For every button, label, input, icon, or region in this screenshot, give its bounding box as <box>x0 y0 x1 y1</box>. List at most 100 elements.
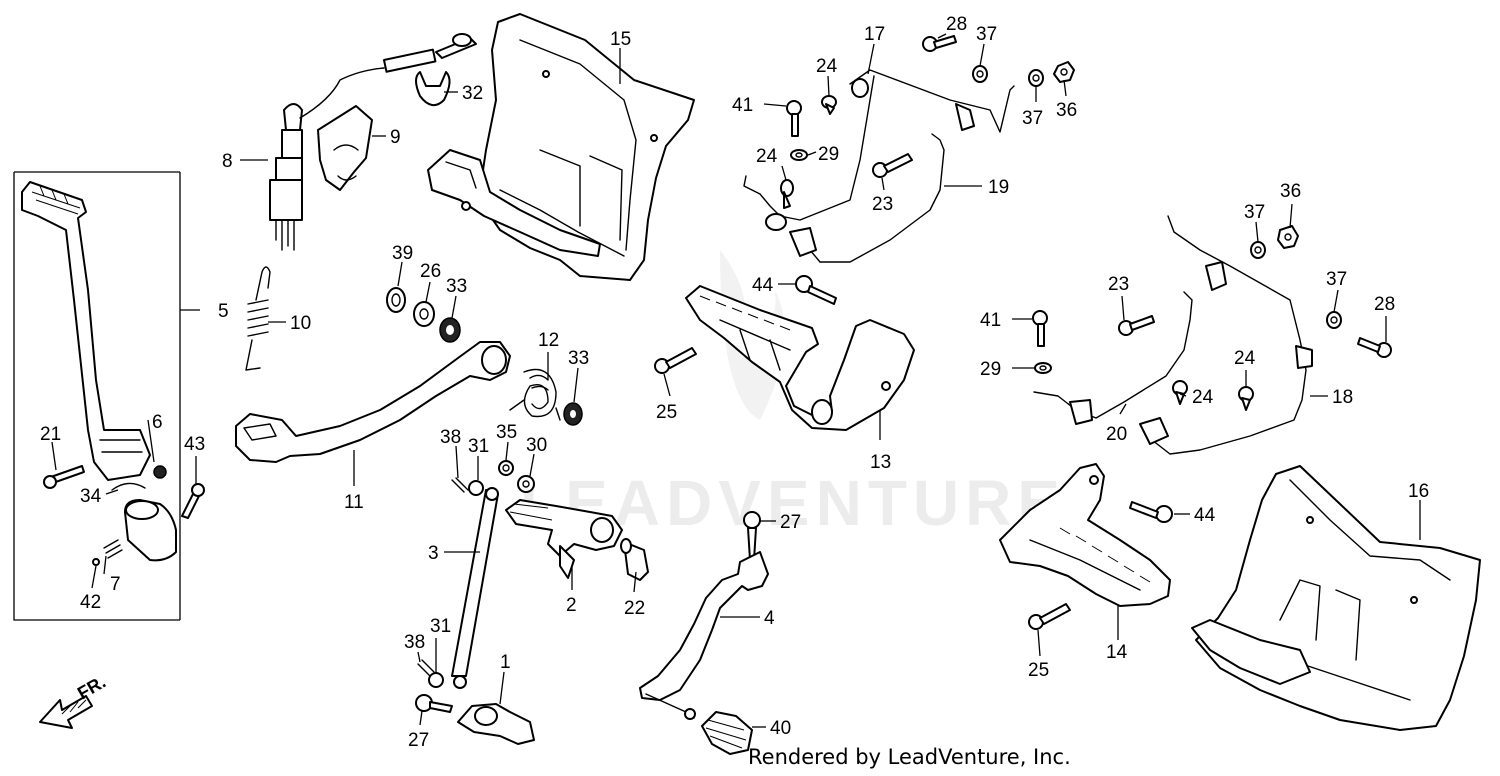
callout-19: 19 <box>988 177 1009 198</box>
part-5-kick-starter-arm <box>13 171 200 621</box>
callout-37-b: 37 <box>1022 108 1043 129</box>
part-27-bolt-lower <box>415 694 453 713</box>
callout-29-b: 29 <box>980 359 1001 380</box>
part-26-washer <box>413 301 435 327</box>
part-30-washer <box>517 475 535 493</box>
callout-24-b: 24 <box>756 146 778 167</box>
callout-26: 26 <box>420 261 441 282</box>
part-38-cotter-pin-b <box>417 659 435 677</box>
callout-39: 39 <box>392 243 413 264</box>
part-29-washer-b <box>1034 362 1052 374</box>
part-2-brake-arm <box>505 499 623 579</box>
callout-12: 12 <box>538 330 559 351</box>
part-33-seal <box>439 317 461 343</box>
part-37-washer-c <box>1250 241 1266 259</box>
callout-30: 30 <box>526 435 547 456</box>
part-7-spring <box>103 539 123 559</box>
callout-22: 22 <box>624 598 645 619</box>
part-36-nut-a <box>1053 61 1075 83</box>
callout-28: 28 <box>946 14 967 35</box>
part-12-spring <box>509 368 561 421</box>
part-29-washer <box>790 149 808 161</box>
callout-28-b: 28 <box>1374 294 1395 315</box>
part-37-washer-d <box>1326 311 1342 329</box>
part-36-nut-b <box>1277 225 1299 249</box>
callout-31-b: 31 <box>430 616 451 637</box>
part-24-grommet-c <box>1172 380 1188 405</box>
callout-36: 36 <box>1056 100 1077 121</box>
callout-4: 4 <box>764 608 775 629</box>
part-23-bolt-b <box>1118 315 1155 336</box>
callout-8: 8 <box>222 151 233 172</box>
callout-13: 13 <box>870 452 891 473</box>
part-42-ball <box>92 558 100 566</box>
part-40-rubber <box>701 711 753 755</box>
part-28-bolt-a <box>922 35 957 52</box>
part-11-brake-pedal <box>235 341 511 463</box>
part-44-bolt-upper <box>795 275 837 305</box>
part-33-seal-b <box>563 402 583 426</box>
callout-37-c: 37 <box>1244 202 1265 223</box>
part-8-wire <box>383 33 477 73</box>
callout-41: 41 <box>732 95 753 116</box>
kick-starter-boss <box>124 499 177 562</box>
callout-18: 18 <box>1332 387 1353 408</box>
callout-20: 20 <box>1106 424 1127 445</box>
callout-9: 9 <box>390 127 401 148</box>
part-6-nut <box>153 465 167 479</box>
callout-17: 17 <box>864 24 885 45</box>
part-39-washer <box>386 287 406 313</box>
callout-33: 33 <box>446 276 467 297</box>
part-41-bolt-b <box>1032 310 1048 347</box>
callout-29: 29 <box>818 144 839 165</box>
callout-24-d: 24 <box>1234 348 1256 369</box>
part-28-bolt-b <box>1357 337 1392 358</box>
callout-41-b: 41 <box>980 310 1001 331</box>
front-label: FR. <box>74 672 109 704</box>
part-14-left-footpeg <box>999 463 1171 607</box>
callout-23-b: 23 <box>1108 274 1129 295</box>
part-9-bracket <box>317 105 373 191</box>
part-25-bolt-upper <box>654 347 697 374</box>
callout-31: 31 <box>468 436 489 457</box>
callout-11: 11 <box>344 492 364 513</box>
callout-3: 3 <box>428 543 439 564</box>
callout-14: 14 <box>1106 642 1128 663</box>
part-23-bolt <box>872 153 913 178</box>
callout-24-c: 24 <box>1192 387 1214 408</box>
callout-10: 10 <box>290 313 311 334</box>
part-24-grommet-a <box>821 95 837 115</box>
callout-5: 5 <box>218 301 229 322</box>
part-3-brake-rod <box>451 487 499 689</box>
callout-44: 44 <box>752 275 774 296</box>
leader-lines <box>51 33 1421 728</box>
callout-21: 21 <box>40 424 61 445</box>
callout-1: 1 <box>500 652 511 673</box>
part-44-bolt-lower <box>1129 501 1173 523</box>
callout-37-d: 37 <box>1326 269 1347 290</box>
callout-38-b: 38 <box>404 632 425 653</box>
callout-24: 24 <box>816 56 838 77</box>
part-31-washer-b <box>428 672 444 688</box>
callout-2: 2 <box>566 595 577 616</box>
watermark: LEADVENTURE <box>520 250 1060 539</box>
rendered-by-footer: Rendered by LeadVenture, Inc. <box>748 745 1071 769</box>
part-31-washer <box>468 480 484 496</box>
callout-7: 7 <box>110 574 121 595</box>
callout-33-b: 33 <box>568 348 589 369</box>
part-22-pin <box>620 538 649 581</box>
part-19-stay <box>789 133 945 263</box>
part-1-bracket <box>457 703 535 745</box>
part-38-cotter-pin <box>451 477 469 493</box>
part-15-skid-plate <box>427 13 695 281</box>
part-37-washer-a <box>972 65 988 83</box>
callout-25-b: 25 <box>1028 660 1049 681</box>
part-17-stay <box>743 69 1015 231</box>
part-41-bolt <box>786 100 802 137</box>
part-24-grommet-d <box>1238 386 1254 411</box>
part-18-stay <box>1139 215 1313 455</box>
callout-40: 40 <box>770 718 791 739</box>
callout-27: 27 <box>780 512 801 533</box>
part-34-clip <box>111 482 146 491</box>
callout-38: 38 <box>440 427 461 448</box>
